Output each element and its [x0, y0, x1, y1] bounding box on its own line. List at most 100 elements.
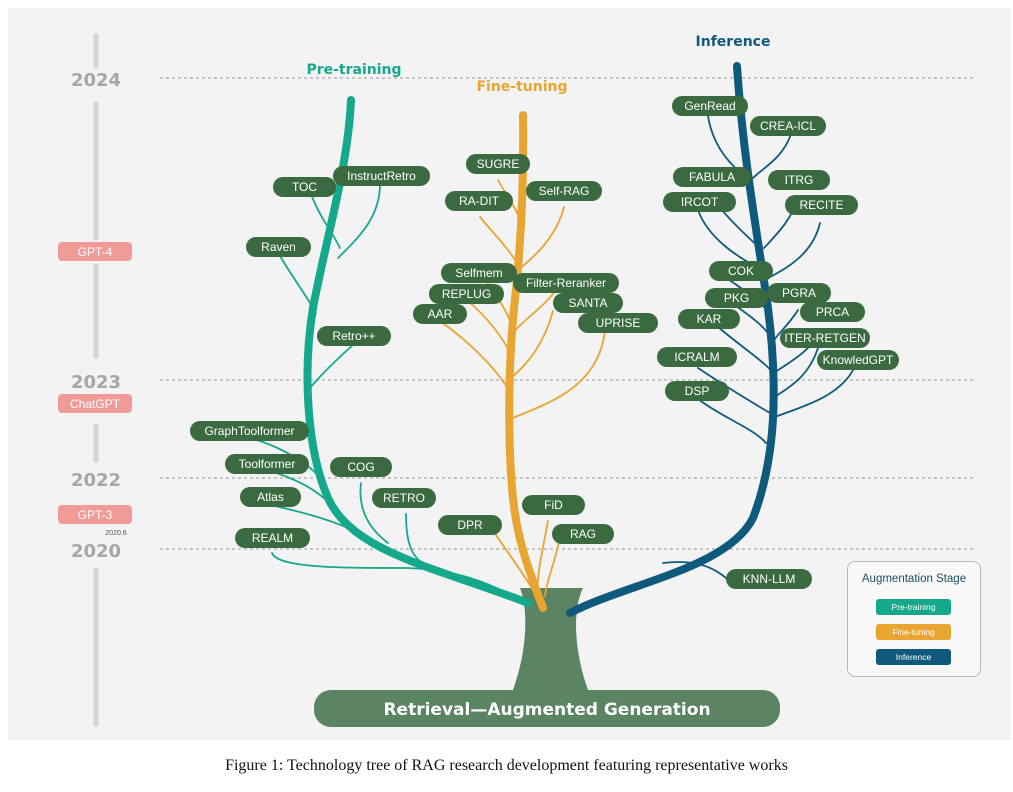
pretraining-link: [337, 183, 381, 259]
svg-text:TOC: TOC: [292, 180, 317, 194]
svg-text:KNN-LLM: KNN-LLM: [743, 572, 796, 586]
svg-text:AAR: AAR: [428, 307, 453, 321]
node-rag: RAG: [552, 524, 614, 544]
node-toc: TOC: [273, 177, 336, 197]
milestone-label-gpt3: GPT-3: [78, 508, 113, 522]
finetuning-link: [510, 310, 554, 379]
pretraining-nodes: TOC InstructRetro Raven Retro++ GraphToo…: [190, 166, 436, 548]
pretraining-link: [310, 193, 341, 249]
node-icralm: ICRALM: [657, 347, 737, 367]
inference-link: [735, 305, 772, 339]
year-label-2020: 2020: [71, 541, 121, 562]
svg-text:RECITE: RECITE: [799, 198, 843, 212]
pretraining-link: [279, 255, 317, 314]
milestone-label-gpt4: GPT-4: [78, 245, 113, 259]
year-label-2024: 2024: [71, 70, 121, 91]
node-atlas: Atlas: [240, 487, 301, 507]
svg-text:PGRA: PGRA: [782, 286, 816, 300]
figure-panel: 2024 2023 2022 2020 GPT-4 ChatGPT GPT-3 …: [8, 8, 1011, 740]
root-label: Retrieval—Augmented Generation: [383, 700, 710, 720]
node-genread: GenRead: [672, 96, 748, 116]
node-ircot: IRCOT: [663, 192, 736, 212]
branch-title-finetuning: Fine-tuning: [476, 79, 567, 95]
legend-item-pretraining: Pre-training: [876, 599, 951, 615]
node-aar: AAR: [413, 304, 467, 324]
finetuning-link: [493, 531, 534, 591]
svg-text:KnowledGPT: KnowledGPT: [823, 353, 894, 367]
svg-text:SUGRE: SUGRE: [477, 157, 520, 171]
year-label-2023: 2023: [71, 372, 121, 393]
node-sugre: SUGRE: [466, 154, 530, 174]
node-pgra: PGRA: [767, 283, 831, 303]
node-retro-plus: Retro++: [317, 326, 391, 346]
inference-stem: [566, 62, 778, 617]
pretraining-branch: [253, 96, 532, 607]
node-dpr: DPR: [438, 515, 502, 535]
node-itrg: ITRG: [768, 170, 830, 190]
svg-text:Selfmem: Selfmem: [455, 266, 502, 280]
node-retro: RETRO: [372, 488, 436, 508]
pretraining-link: [271, 552, 514, 597]
svg-text:FABULA: FABULA: [689, 170, 735, 184]
inference-nodes: GenRead CREA-ICL FABULA ITRG IRCOT RECIT…: [657, 96, 899, 589]
figure-caption: Figure 1: Technology tree of RAG researc…: [225, 757, 788, 774]
milestone-badge: [58, 394, 132, 413]
node-fabula: FABULA: [673, 167, 751, 187]
node-prca: PRCA: [800, 302, 865, 322]
legend-item-finetuning: Fine-tuning: [876, 624, 951, 640]
svg-text:GenRead: GenRead: [684, 99, 735, 113]
node-kar: KAR: [678, 309, 740, 329]
pretraining-link: [309, 344, 354, 389]
svg-text:UPRISE: UPRISE: [596, 316, 641, 330]
finetuning-nodes: SUGRE RA-DIT Self-RAG Selfmem Filter-Rer…: [413, 154, 658, 544]
node-replug: REPLUG: [429, 284, 504, 304]
year-label-2022: 2022: [71, 470, 121, 491]
inference-link: [752, 133, 792, 179]
svg-text:SANTA: SANTA: [568, 296, 607, 310]
legend: Augmentation Stage Pre-training Fine-tun…: [847, 561, 981, 677]
svg-text:GraphToolformer: GraphToolformer: [204, 424, 294, 438]
svg-text:ITER-RETGEN: ITER-RETGEN: [784, 331, 865, 345]
pretraining-stem: [303, 96, 532, 607]
svg-text:InstructRetro: InstructRetro: [347, 169, 416, 183]
node-dsp: DSP: [665, 381, 729, 401]
svg-text:Atlas: Atlas: [257, 490, 284, 504]
pretraining-link: [405, 513, 439, 571]
finetuning-link: [517, 206, 565, 271]
milestone-label-chatgpt: ChatGPT: [70, 397, 121, 411]
svg-text:REALM: REALM: [252, 531, 293, 545]
node-iter-retgen: ITER-RETGEN: [780, 328, 870, 348]
finetuning-link: [544, 541, 560, 597]
milestone-note: 2020.6: [105, 530, 127, 537]
svg-text:DPR: DPR: [457, 518, 483, 532]
svg-text:FiD: FiD: [544, 498, 563, 512]
node-cog: COG: [330, 457, 392, 477]
node-raven: Raven: [246, 237, 311, 257]
svg-text:Raven: Raven: [261, 240, 296, 254]
branch-title-pretraining: Pre-training: [306, 62, 401, 78]
node-cok: COK: [709, 261, 773, 281]
inference-link: [662, 561, 727, 579]
node-fid: FiD: [522, 495, 585, 515]
node-santa: SANTA: [553, 293, 623, 313]
svg-text:COK: COK: [728, 264, 754, 278]
rag-technology-tree: 2024 2023 2022 2020 GPT-4 ChatGPT GPT-3 …: [58, 33, 974, 727]
node-uprise: UPRISE: [578, 313, 658, 333]
finetuning-link: [512, 289, 557, 334]
root-banner: [314, 690, 780, 727]
svg-text:RAG: RAG: [570, 527, 596, 541]
inference-link: [771, 309, 799, 344]
finetuning-link: [467, 300, 511, 354]
svg-text:ITRG: ITRG: [785, 173, 814, 187]
pretraining-link: [359, 482, 389, 544]
inference-link: [717, 326, 774, 374]
svg-text:Toolformer: Toolformer: [239, 457, 296, 471]
finetuning-stem: [505, 111, 547, 612]
node-toolformer: Toolformer: [225, 454, 309, 474]
svg-text:REPLUG: REPLUG: [442, 287, 491, 301]
milestone-badge: [58, 505, 132, 524]
finetuning-link: [536, 520, 549, 594]
node-ra-dit: RA-DIT: [445, 191, 513, 211]
node-knowledgpt: KnowledGPT: [817, 350, 899, 370]
branch-title-inference: Inference: [696, 34, 771, 50]
